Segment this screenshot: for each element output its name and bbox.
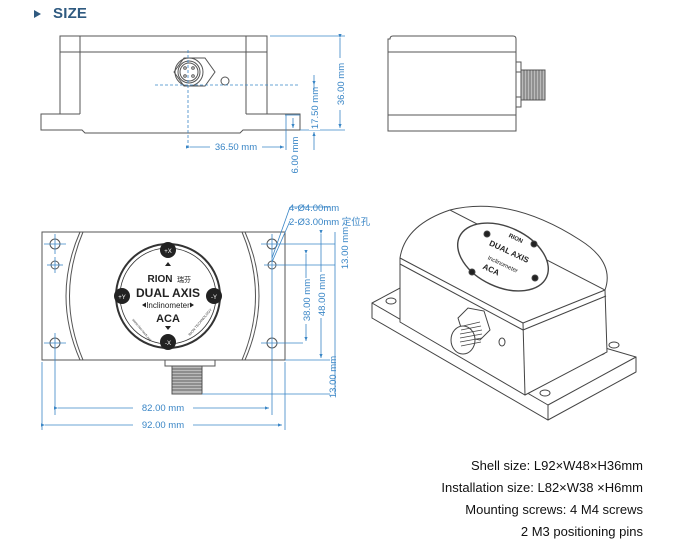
spec-mounting-screws: Mounting screws: 4 M4 screws [465, 502, 643, 517]
spec-installation-size: Installation size: L82×W38 ×H6mm [441, 480, 643, 495]
spec-positioning-pins: 2 M3 positioning pins [520, 524, 643, 539]
axis-label-bottom: -X [165, 341, 171, 347]
badge-model: ACA [156, 313, 180, 325]
dim-base-height: 6.00 mm [290, 136, 301, 173]
dim-connector-height: 17.50 mm [310, 87, 321, 129]
label-hole-main: 4-Ø4.00mm [289, 203, 339, 214]
product-badge: +X -X +Y -Y RION 瑞芬 DUAL AXIS Inclinomet… [114, 242, 222, 350]
dim-install-length: 82.00 mm [142, 403, 184, 414]
arrow-down-icon [165, 326, 171, 330]
dim-shell-length: 92.00 mm [142, 420, 184, 431]
section-title: SIZE [53, 5, 88, 22]
spec-shell-size: Shell size: L92×W48×H36mm [471, 458, 643, 473]
spec-list: Shell size: L92×W48×H36mm Installation s… [441, 455, 643, 543]
badge-subtitle: Inclinometer [146, 301, 190, 310]
connector-thread-icon [172, 368, 202, 391]
brand-logo: RION [148, 274, 173, 285]
axis-label-right: -Y [211, 295, 217, 301]
triangle-right-icon [34, 9, 41, 18]
isometric-view [371, 205, 637, 421]
connector-top-icon [164, 359, 216, 395]
section-header: SIZE [34, 5, 87, 22]
brand-cn: 瑞芬 [177, 275, 191, 284]
front-view [40, 35, 301, 134]
dim-connector-length: 13.00 mm [328, 356, 339, 398]
connector-front-icon [173, 57, 230, 87]
axis-label-left: +Y [118, 295, 126, 301]
dim-connector-offset: 36.50 mm [215, 142, 257, 153]
arrow-up-icon [165, 262, 171, 266]
label-hole-pin: 2-Ø3.00mm 定位孔 [289, 216, 371, 228]
svg-text:RION: RION [507, 233, 523, 245]
side-view [387, 35, 546, 132]
dim-pin-spacing: 13.00 mm [340, 227, 351, 269]
dim-shell-width: 48.00 mm [317, 274, 328, 316]
badge-title: DUAL AXIS [136, 286, 200, 300]
dim-total-height: 36.00 mm [336, 63, 347, 105]
axis-label-top: +X [164, 249, 172, 255]
dim-install-width: 38.00 mm [302, 279, 313, 321]
